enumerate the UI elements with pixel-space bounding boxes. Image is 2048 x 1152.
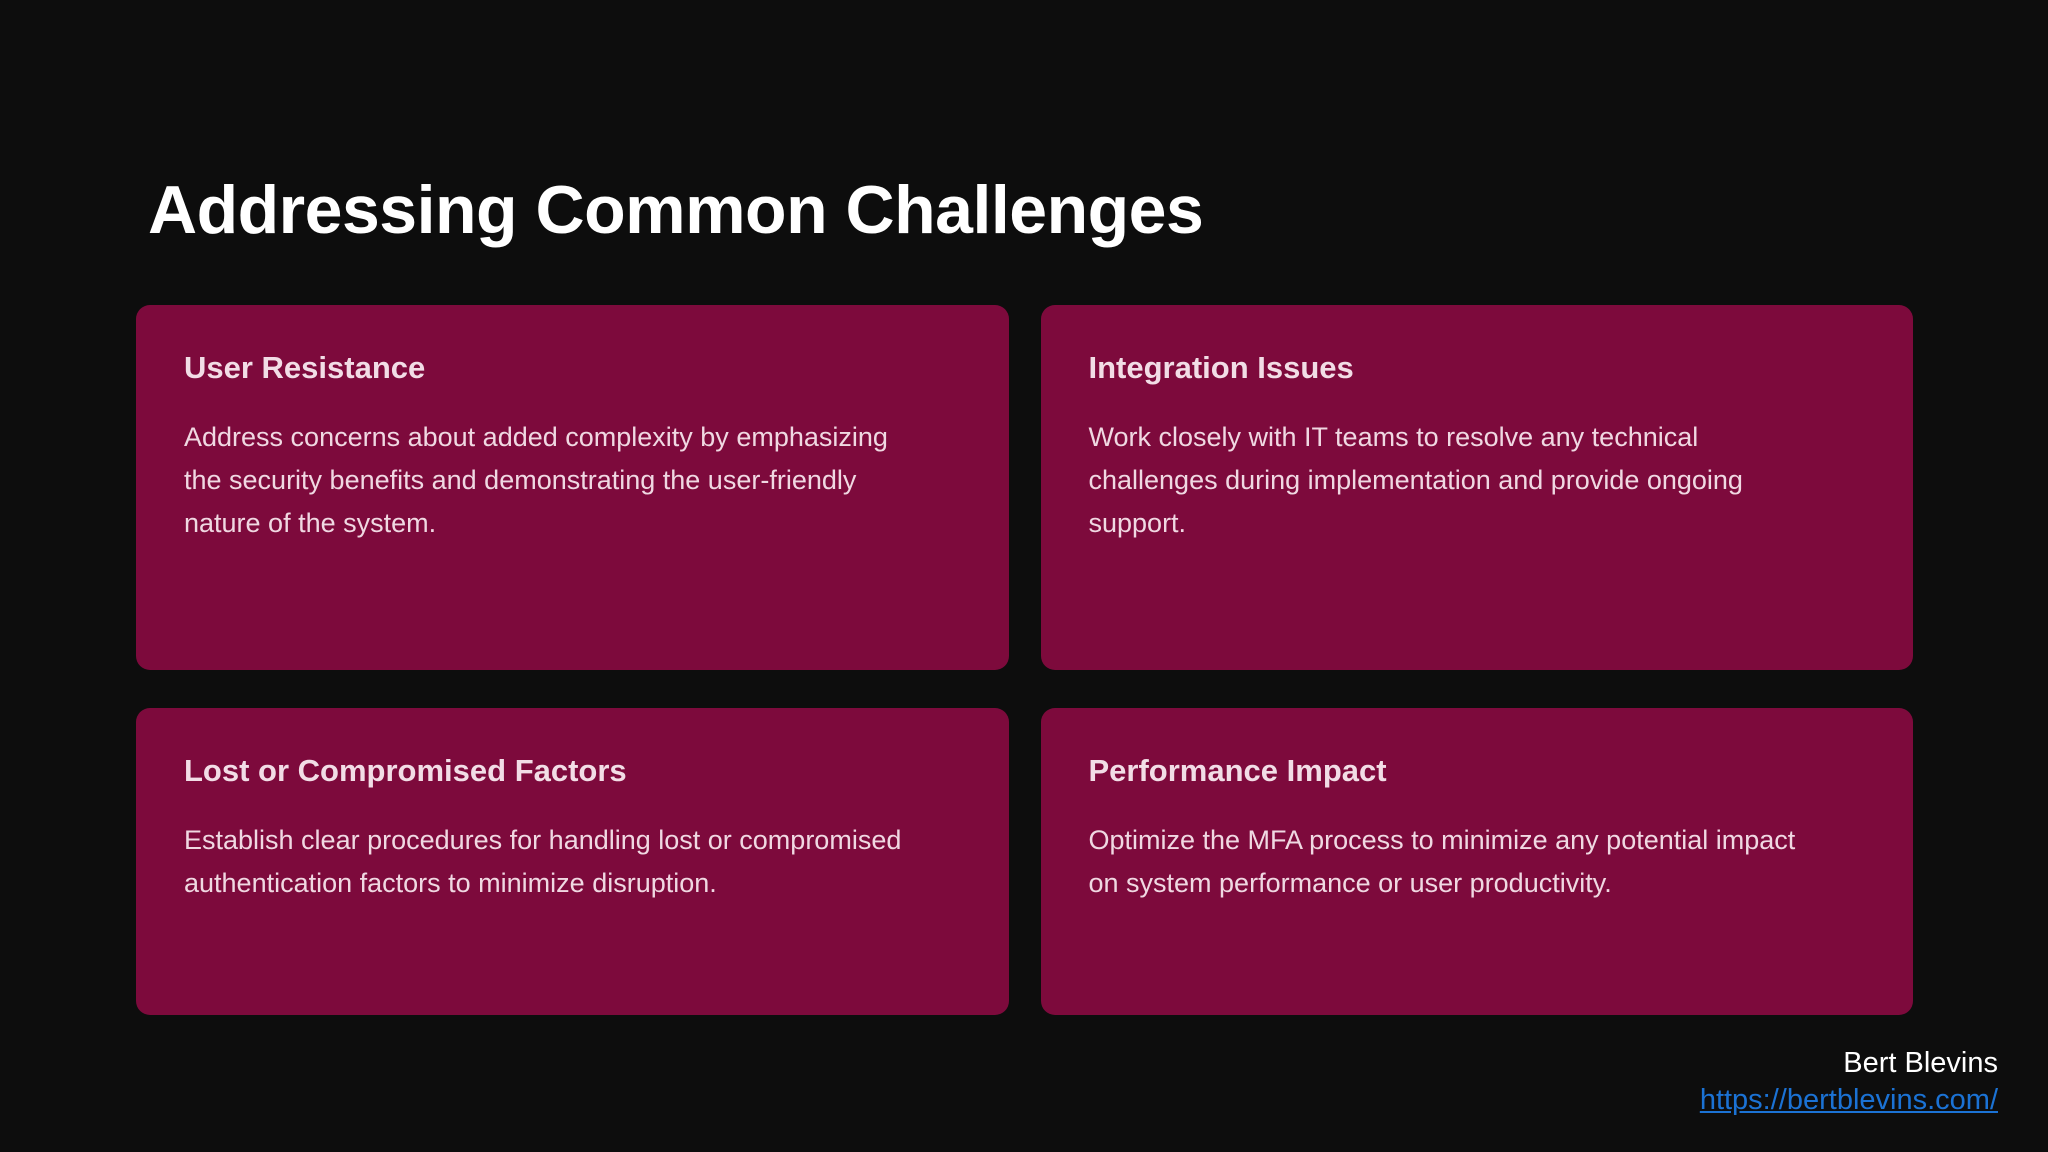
challenge-card-performance-impact: Performance Impact Optimize the MFA proc… [1040, 708, 1913, 1015]
card-body: Work closely with IT teams to resolve an… [1088, 422, 1743, 538]
card-title: Lost or Compromised Factors [184, 753, 627, 788]
card-title: User Resistance [184, 350, 426, 385]
card-body: Optimize the MFA process to minimize any… [1088, 825, 1796, 898]
card-body: Establish clear procedures for handling … [184, 825, 902, 898]
card-title: Performance Impact [1088, 753, 1387, 788]
page-title: Addressing Common Challenges [148, 171, 1204, 248]
author-name: Bert Blevins [1843, 1046, 1998, 1079]
card-title: Integration Issues [1088, 350, 1354, 385]
challenge-card-lost-or-compromised-factors: Lost or Compromised Factors Establish cl… [136, 708, 1009, 1015]
footer-attribution: Bert Blevins https://bertblevins.com/ [1700, 1045, 1998, 1120]
card-body: Address concerns about added complexity … [184, 422, 888, 538]
challenge-card-user-resistance: User Resistance Address concerns about a… [136, 305, 1009, 670]
challenge-card-grid: User Resistance Address concerns about a… [136, 305, 1913, 1015]
challenge-card-integration-issues: Integration Issues Work closely with IT … [1040, 305, 1913, 670]
author-website-link[interactable]: https://bertblevins.com/ [1699, 1084, 1998, 1117]
